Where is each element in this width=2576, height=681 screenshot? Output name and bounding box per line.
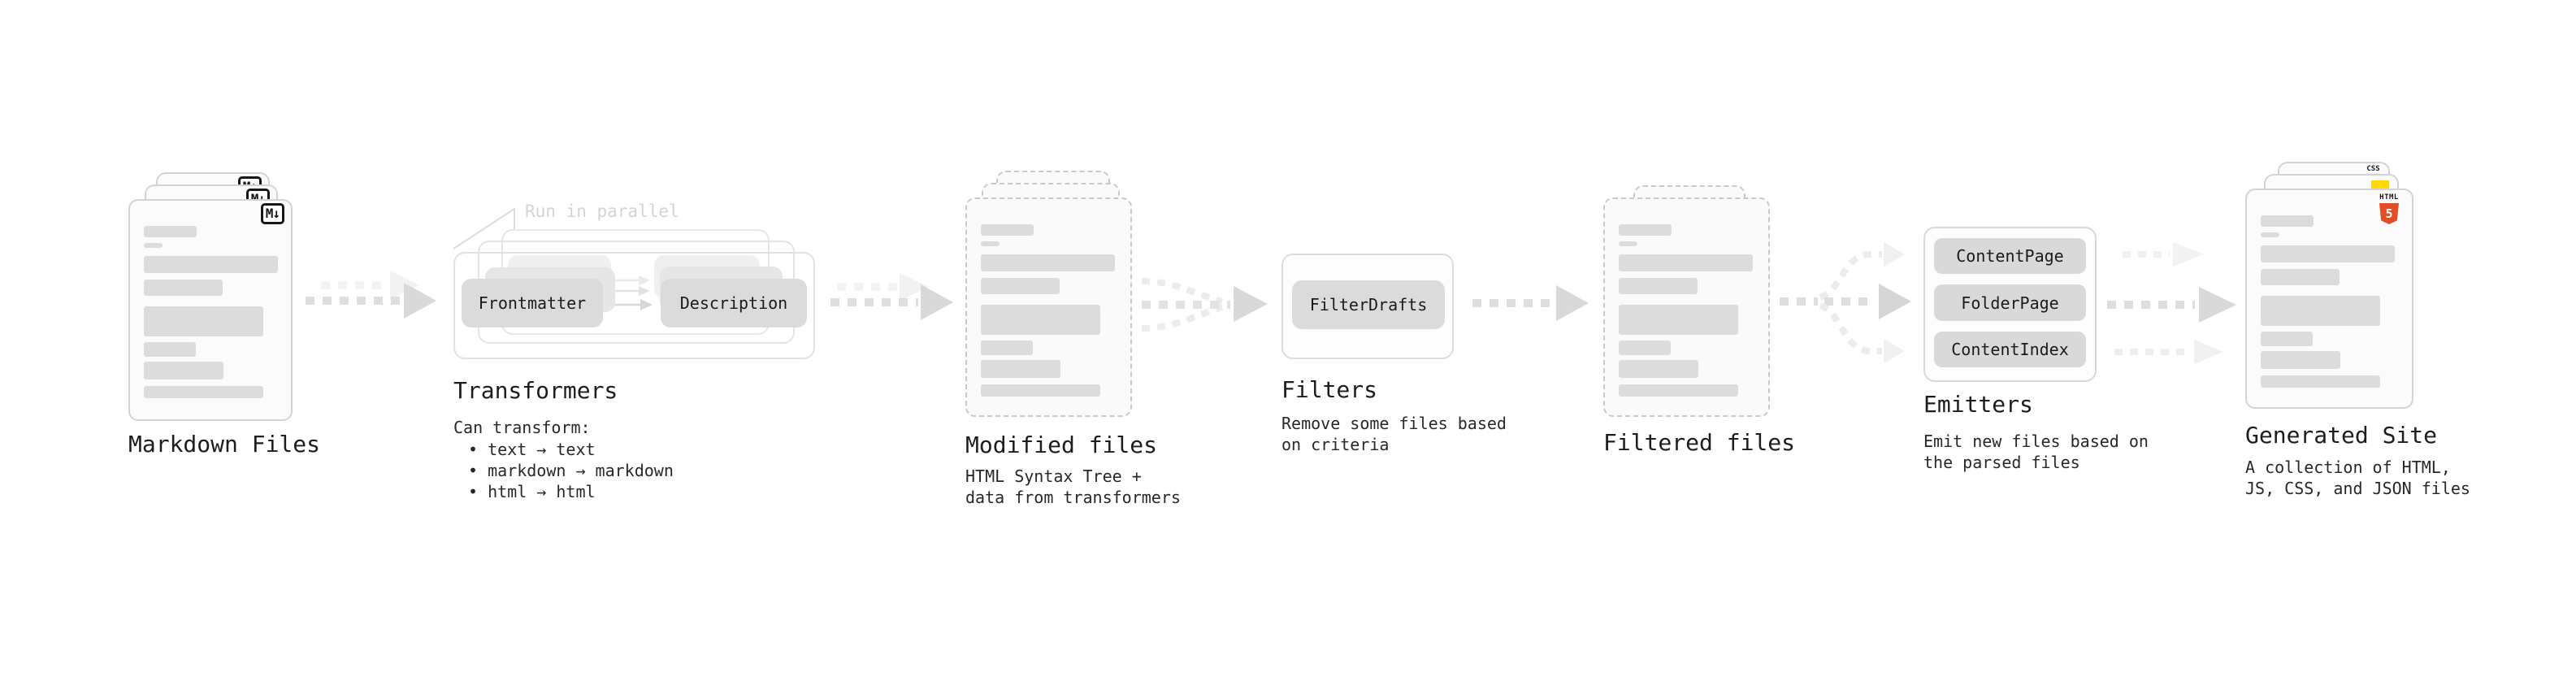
stage-title-markdown-files: Markdown Files — [128, 431, 321, 458]
skeleton-text-bar — [2261, 215, 2314, 227]
stage-title-filters: Filters — [1281, 376, 1378, 403]
skeleton-text-bar — [1619, 278, 1698, 294]
skeleton-text-bar — [144, 256, 278, 273]
html5-icon: HTML 5 — [2379, 194, 2400, 224]
skeleton-text-bar — [144, 362, 223, 380]
skeleton-text-bar — [2261, 375, 2380, 388]
skeleton-text-bar — [1619, 384, 1738, 397]
description-pill: Description — [661, 279, 807, 327]
generated-file-card-front: HTML 5 — [2245, 189, 2413, 409]
skeleton-text-bar — [2261, 332, 2313, 346]
transformer-frame-front — [453, 252, 815, 359]
transformers-bullet-1: • text → text — [468, 440, 596, 459]
skeleton-text-bar — [1619, 241, 1637, 246]
filtered-file-card-front — [1603, 197, 1770, 417]
transformers-bullet-2: • markdown → markdown — [468, 461, 674, 480]
generated-site-caption: A collection of HTML, JS, CSS, and JSON … — [2245, 458, 2470, 498]
skeleton-text-bar — [144, 386, 263, 398]
skeleton-text-bar — [981, 360, 1060, 378]
frontmatter-pill: Frontmatter — [462, 279, 603, 327]
skeleton-text-bar — [1619, 360, 1698, 378]
skeleton-text-bar — [2261, 269, 2340, 285]
modified-file-card-front — [965, 197, 1132, 417]
stage-title-generated-site: Generated Site — [2245, 422, 2438, 449]
skeleton-text-bar — [981, 224, 1034, 236]
stage-title-modified-files: Modified files — [965, 432, 1158, 458]
skeleton-text-bar — [1619, 340, 1671, 355]
skeleton-text-bar — [981, 278, 1060, 294]
transformers-bullet-3: • html → html — [468, 482, 596, 501]
filters-caption: Remove some files based on criteria — [1281, 414, 1507, 454]
skeleton-text-bar — [144, 280, 223, 296]
skeleton-text-bar — [1619, 224, 1672, 236]
skeleton-text-bar — [981, 305, 1100, 335]
skeleton-text-bar — [2261, 296, 2380, 326]
skeleton-text-bar — [144, 243, 163, 248]
markdown-file-card-front: M↓ — [128, 199, 293, 421]
skeleton-text-bar — [2261, 351, 2340, 369]
note-leader-line — [453, 207, 515, 249]
skeleton-text-bar — [144, 226, 197, 237]
contentpage-pill: ContentPage — [1934, 238, 2086, 274]
skeleton-text-bar — [2261, 232, 2279, 237]
skeleton-text-bar — [981, 384, 1100, 397]
skeleton-text-bar — [2261, 245, 2395, 262]
skeleton-text-bar — [981, 254, 1115, 271]
stage-title-emitters: Emitters — [1923, 391, 2033, 418]
markdown-icon: M↓ — [260, 203, 284, 224]
emitters-caption: Emit new files based on the parsed files — [1923, 432, 2149, 472]
skeleton-text-bar — [144, 306, 263, 336]
skeleton-text-bar — [144, 342, 196, 357]
transformers-caption-heading: Can transform: — [453, 418, 591, 437]
skeleton-text-bar — [981, 340, 1033, 355]
filterdrafts-pill: FilterDrafts — [1292, 280, 1445, 329]
modified-files-caption: HTML Syntax Tree + data from transformer… — [965, 466, 1181, 507]
stage-title-transformers: Transformers — [453, 377, 618, 404]
run-in-parallel-note: Run in parallel — [525, 202, 679, 221]
folderpage-pill: FolderPage — [1934, 284, 2086, 321]
skeleton-text-bar — [981, 241, 1000, 246]
stage-title-filtered-files: Filtered files — [1603, 429, 1796, 456]
skeleton-text-bar — [1619, 305, 1738, 335]
contentindex-pill: ContentIndex — [1934, 332, 2086, 367]
skeleton-text-bar — [1619, 254, 1753, 271]
